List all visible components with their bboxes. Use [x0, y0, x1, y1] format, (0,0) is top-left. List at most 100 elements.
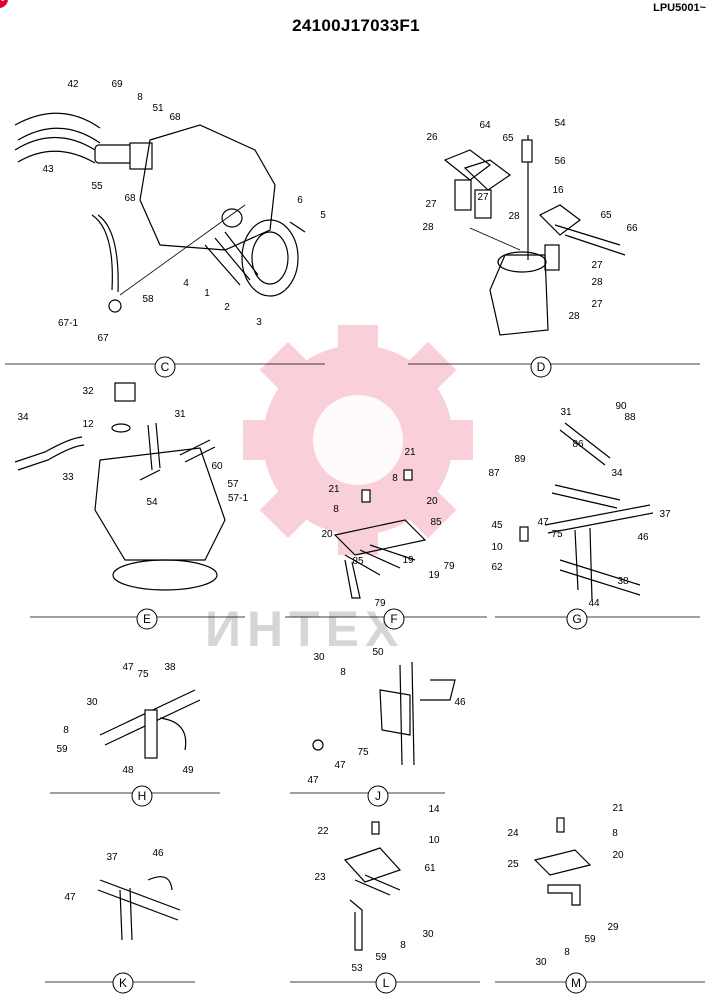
part-label: 31: [174, 409, 186, 420]
part-label: 47: [334, 760, 346, 771]
part-label: 5: [320, 210, 326, 221]
section-h-callout: [131, 785, 153, 807]
part-label: 34: [611, 468, 623, 479]
part-label: 3: [256, 317, 262, 328]
part-label: 54: [146, 497, 158, 508]
part-label: 27: [591, 299, 603, 310]
part-label: 10: [428, 835, 440, 846]
section-e-callout: [136, 608, 158, 630]
watermark-text: ИНТЕХ: [205, 601, 405, 657]
part-label: 1: [204, 288, 210, 299]
section-c-drawing: [5, 112, 325, 365]
part-label: 20: [426, 496, 438, 507]
part-label: 21: [328, 484, 340, 495]
part-label: 30: [422, 929, 434, 940]
part-label: 85: [352, 556, 364, 567]
part-label: 8: [137, 92, 143, 103]
part-label: 16: [552, 185, 564, 196]
part-label: 56: [554, 156, 566, 167]
part-label: 27: [425, 199, 437, 210]
section-e-drawing: [14, 382, 245, 618]
section-l-drawing: [290, 821, 480, 983]
part-label: 10: [491, 542, 503, 553]
diagram-title: 24100J17033F1: [292, 16, 420, 35]
serial-code: LPU5001~: [653, 2, 706, 14]
part-label: 68: [124, 193, 136, 204]
part-label: 8: [333, 504, 339, 515]
part-label: 37: [659, 509, 671, 520]
section-m-drawing: [495, 817, 705, 983]
part-label: 23: [314, 872, 326, 883]
section-e-letter: E: [143, 612, 151, 626]
part-label: 47: [122, 662, 134, 673]
part-label: 45: [491, 520, 503, 531]
part-label: 4: [183, 278, 189, 289]
part-label: 8: [340, 667, 346, 678]
section-f-callout: [383, 608, 405, 630]
part-label: 62: [491, 562, 503, 573]
section-c-letter: C: [161, 360, 170, 374]
part-label: 46: [152, 848, 164, 859]
part-label: 79: [374, 598, 386, 609]
part-label: 28: [508, 211, 520, 222]
part-label: 33: [62, 472, 74, 483]
part-label: 47: [537, 517, 549, 528]
part-label: 8: [612, 828, 618, 839]
section-m-callout: [565, 972, 587, 994]
part-label: 37: [106, 852, 118, 863]
section-j-drawing: [290, 661, 456, 794]
part-label: 46: [454, 697, 466, 708]
section-f-drawing: [285, 469, 487, 618]
section-k-callout: [112, 972, 134, 994]
part-label: 49: [182, 765, 194, 776]
part-label: 38: [164, 662, 176, 673]
section-g-callout: [566, 608, 588, 630]
section-g-drawing: [495, 422, 700, 618]
part-label: 38: [617, 576, 629, 587]
part-label: 47: [307, 775, 319, 786]
part-label: 47: [64, 892, 76, 903]
part-label: 75: [357, 747, 369, 758]
section-h-letter: H: [138, 789, 147, 803]
part-label: 86: [572, 439, 584, 450]
part-label: 6: [297, 195, 303, 206]
part-label: 26: [426, 132, 438, 143]
part-label: 32: [82, 386, 94, 397]
part-label: 90: [615, 401, 627, 412]
part-label: 59: [584, 934, 596, 945]
part-label: 67-1: [58, 318, 78, 329]
section-m-letter: M: [571, 976, 581, 990]
part-label: 8: [63, 725, 69, 736]
part-label: 34: [17, 412, 29, 423]
part-label: 88: [624, 412, 636, 423]
part-label: 24: [507, 828, 519, 839]
part-label: 79: [443, 561, 455, 572]
part-label: 8: [400, 940, 406, 951]
part-label: 57: [227, 479, 239, 490]
part-label: 75: [137, 669, 149, 680]
section-c-callout: [154, 356, 176, 378]
part-label: 19: [428, 570, 440, 581]
part-label: 20: [321, 529, 333, 540]
section-d-letter: D: [537, 360, 546, 374]
section-k-letter: K: [119, 976, 127, 990]
section-l-callout: [375, 972, 397, 994]
part-label: 53: [351, 963, 363, 974]
part-label: 60: [211, 461, 223, 472]
part-label: 75: [551, 529, 563, 540]
part-label: 25: [507, 859, 519, 870]
part-label: 21: [404, 447, 416, 458]
part-label: 19: [402, 555, 414, 566]
part-label: 14: [428, 804, 440, 815]
part-label: 50: [372, 647, 384, 658]
part-label: 27: [477, 192, 489, 203]
part-label: 68: [169, 112, 181, 123]
part-label: 30: [535, 957, 547, 968]
part-label: 30: [313, 652, 325, 663]
part-label: 43: [42, 164, 54, 175]
part-label: 8: [564, 947, 570, 958]
part-label: 61: [424, 863, 436, 874]
part-label: 30: [86, 697, 98, 708]
